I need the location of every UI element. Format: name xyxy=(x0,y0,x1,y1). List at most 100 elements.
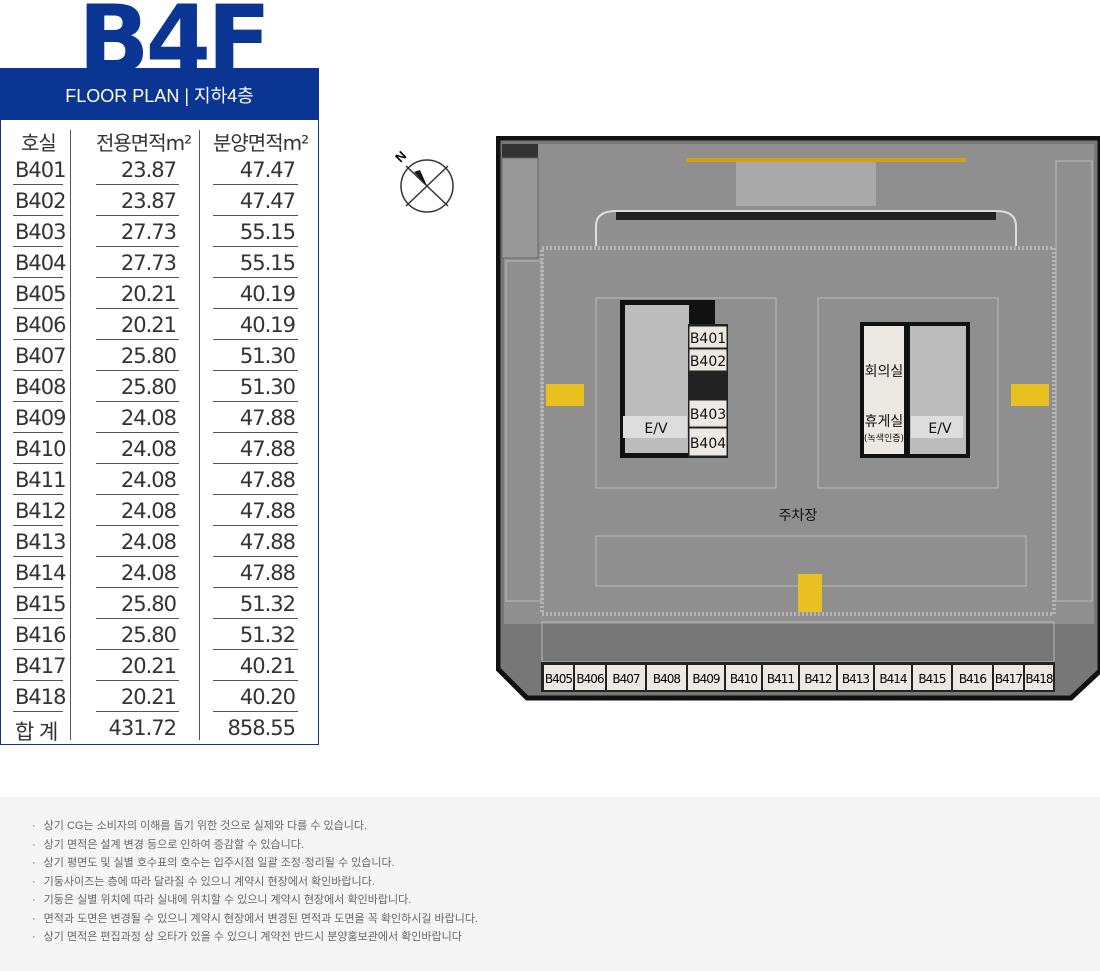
unit-label: B415 xyxy=(918,672,946,686)
row-divider xyxy=(213,556,298,557)
header-sale-area: 분양면적m² xyxy=(213,131,309,155)
row-divider xyxy=(13,494,63,495)
unit-cell: B417 xyxy=(15,654,66,678)
row-divider xyxy=(96,556,179,557)
row-divider xyxy=(96,494,179,495)
elevator-label-left: E/V xyxy=(644,421,668,437)
sale-area-cell: 47.88 xyxy=(239,499,296,523)
sale-area-cell: 40.21 xyxy=(239,654,296,678)
row-divider xyxy=(13,246,63,247)
unit-box xyxy=(913,665,951,690)
row-divider xyxy=(96,339,179,340)
exclusive-area-cell: 24.08 xyxy=(120,561,177,585)
exclusive-area-cell: 20.21 xyxy=(120,313,177,337)
note-item: 상기 면적은 설계 변경 등으로 인하여 증감할 수 있습니다. xyxy=(32,836,1100,855)
row-divider xyxy=(13,184,63,185)
unit-box xyxy=(875,665,911,690)
sale-area-cell: 40.19 xyxy=(239,313,296,337)
table-header: 호실 전용면적m² 분양면적m² xyxy=(1,124,319,155)
unit-label: B414 xyxy=(879,672,907,686)
unit-label: B407 xyxy=(612,672,640,686)
row-divider xyxy=(96,587,179,588)
header-exclusive-area: 전용면적m² xyxy=(96,131,192,155)
row-divider xyxy=(13,463,63,464)
exclusive-area-cell: 27.73 xyxy=(120,220,177,244)
row-divider xyxy=(213,432,298,433)
row-divider xyxy=(96,277,179,278)
sale-area-cell: 47.47 xyxy=(239,158,296,182)
exclusive-area-cell: 431.72 xyxy=(108,716,177,740)
divider xyxy=(70,130,71,740)
sale-area-cell: 51.32 xyxy=(239,592,296,616)
unit-cell: B416 xyxy=(15,623,66,647)
sale-area-cell: 40.19 xyxy=(239,282,296,306)
table-total-row: 합 계 431.72 858.55 xyxy=(1,713,319,744)
sale-area-cell: 47.88 xyxy=(239,406,296,430)
row-divider xyxy=(213,680,298,681)
unit-box xyxy=(726,665,761,690)
row-divider xyxy=(13,339,63,340)
unit-label: B408 xyxy=(653,672,681,686)
unit-cell: B404 xyxy=(15,251,66,275)
unit-cell: B406 xyxy=(15,313,66,337)
table-row: B417 20.21 40.21 xyxy=(1,651,319,682)
exclusive-area-cell: 25.80 xyxy=(120,344,177,368)
exclusive-area-cell: 24.08 xyxy=(120,530,177,554)
sale-area-cell: 51.30 xyxy=(239,344,296,368)
row-divider xyxy=(213,587,298,588)
sale-area-cell: 47.88 xyxy=(239,437,296,461)
exclusive-area-cell: 23.87 xyxy=(120,189,177,213)
unit-box xyxy=(994,665,1023,690)
sale-area-cell: 40.20 xyxy=(239,685,296,709)
elevator-label-right: E/V xyxy=(928,421,952,437)
exclusive-area-cell: 27.73 xyxy=(120,251,177,275)
unit-cell: B401 xyxy=(15,158,66,182)
north-label: N xyxy=(392,148,409,165)
exclusive-area-cell: 23.87 xyxy=(120,158,177,182)
sale-area-cell: 51.32 xyxy=(239,623,296,647)
exclusive-area-cell: 20.21 xyxy=(120,654,177,678)
exclusive-area-cell: 25.80 xyxy=(120,623,177,647)
unit-box xyxy=(607,665,645,690)
unit-label-b404: B404 xyxy=(690,436,726,452)
divider xyxy=(199,130,200,740)
table-row: B406 20.21 40.19 xyxy=(1,310,319,341)
row-divider xyxy=(96,308,179,309)
row-divider xyxy=(13,370,63,371)
unit-label-b403: B403 xyxy=(690,407,726,423)
unit-label: B405 xyxy=(545,672,573,686)
row-divider xyxy=(213,370,298,371)
exclusive-area-cell: 24.08 xyxy=(120,499,177,523)
meeting-room-label: 회의실 xyxy=(865,364,904,380)
unit-cell: B418 xyxy=(15,685,66,709)
row-divider xyxy=(96,432,179,433)
unit-box xyxy=(953,665,992,690)
row-divider xyxy=(213,339,298,340)
unit-label: B417 xyxy=(995,672,1023,686)
sale-area-cell: 47.88 xyxy=(239,468,296,492)
row-divider xyxy=(96,525,179,526)
unit-box xyxy=(544,665,573,690)
north-compass-icon: N xyxy=(392,148,454,213)
unit-cell: B413 xyxy=(15,530,66,554)
lounge-label: 휴게실 xyxy=(865,414,904,430)
unit-cell: B412 xyxy=(15,499,66,523)
row-divider xyxy=(213,246,298,247)
sale-area-cell: 47.88 xyxy=(239,561,296,585)
row-divider xyxy=(13,277,63,278)
exclusive-area-cell: 25.80 xyxy=(120,375,177,399)
row-divider xyxy=(213,649,298,650)
note-item: 상기 평면도 및 실별 호수표의 호수는 입주시점 일괄 조정·정리될 수 있습… xyxy=(32,854,1100,873)
floor-subtitle: FLOOR PLAN | 지하4층 xyxy=(0,68,319,120)
note-item: 기둥사이즈는 층에 따라 달라질 수 있으니 계약시 현장에서 확인바랍니다. xyxy=(32,873,1100,892)
row-divider xyxy=(96,184,179,185)
unit-box xyxy=(1025,665,1053,690)
sale-area-cell: 858.55 xyxy=(227,716,296,740)
unit-cell: 합 계 xyxy=(15,720,58,744)
